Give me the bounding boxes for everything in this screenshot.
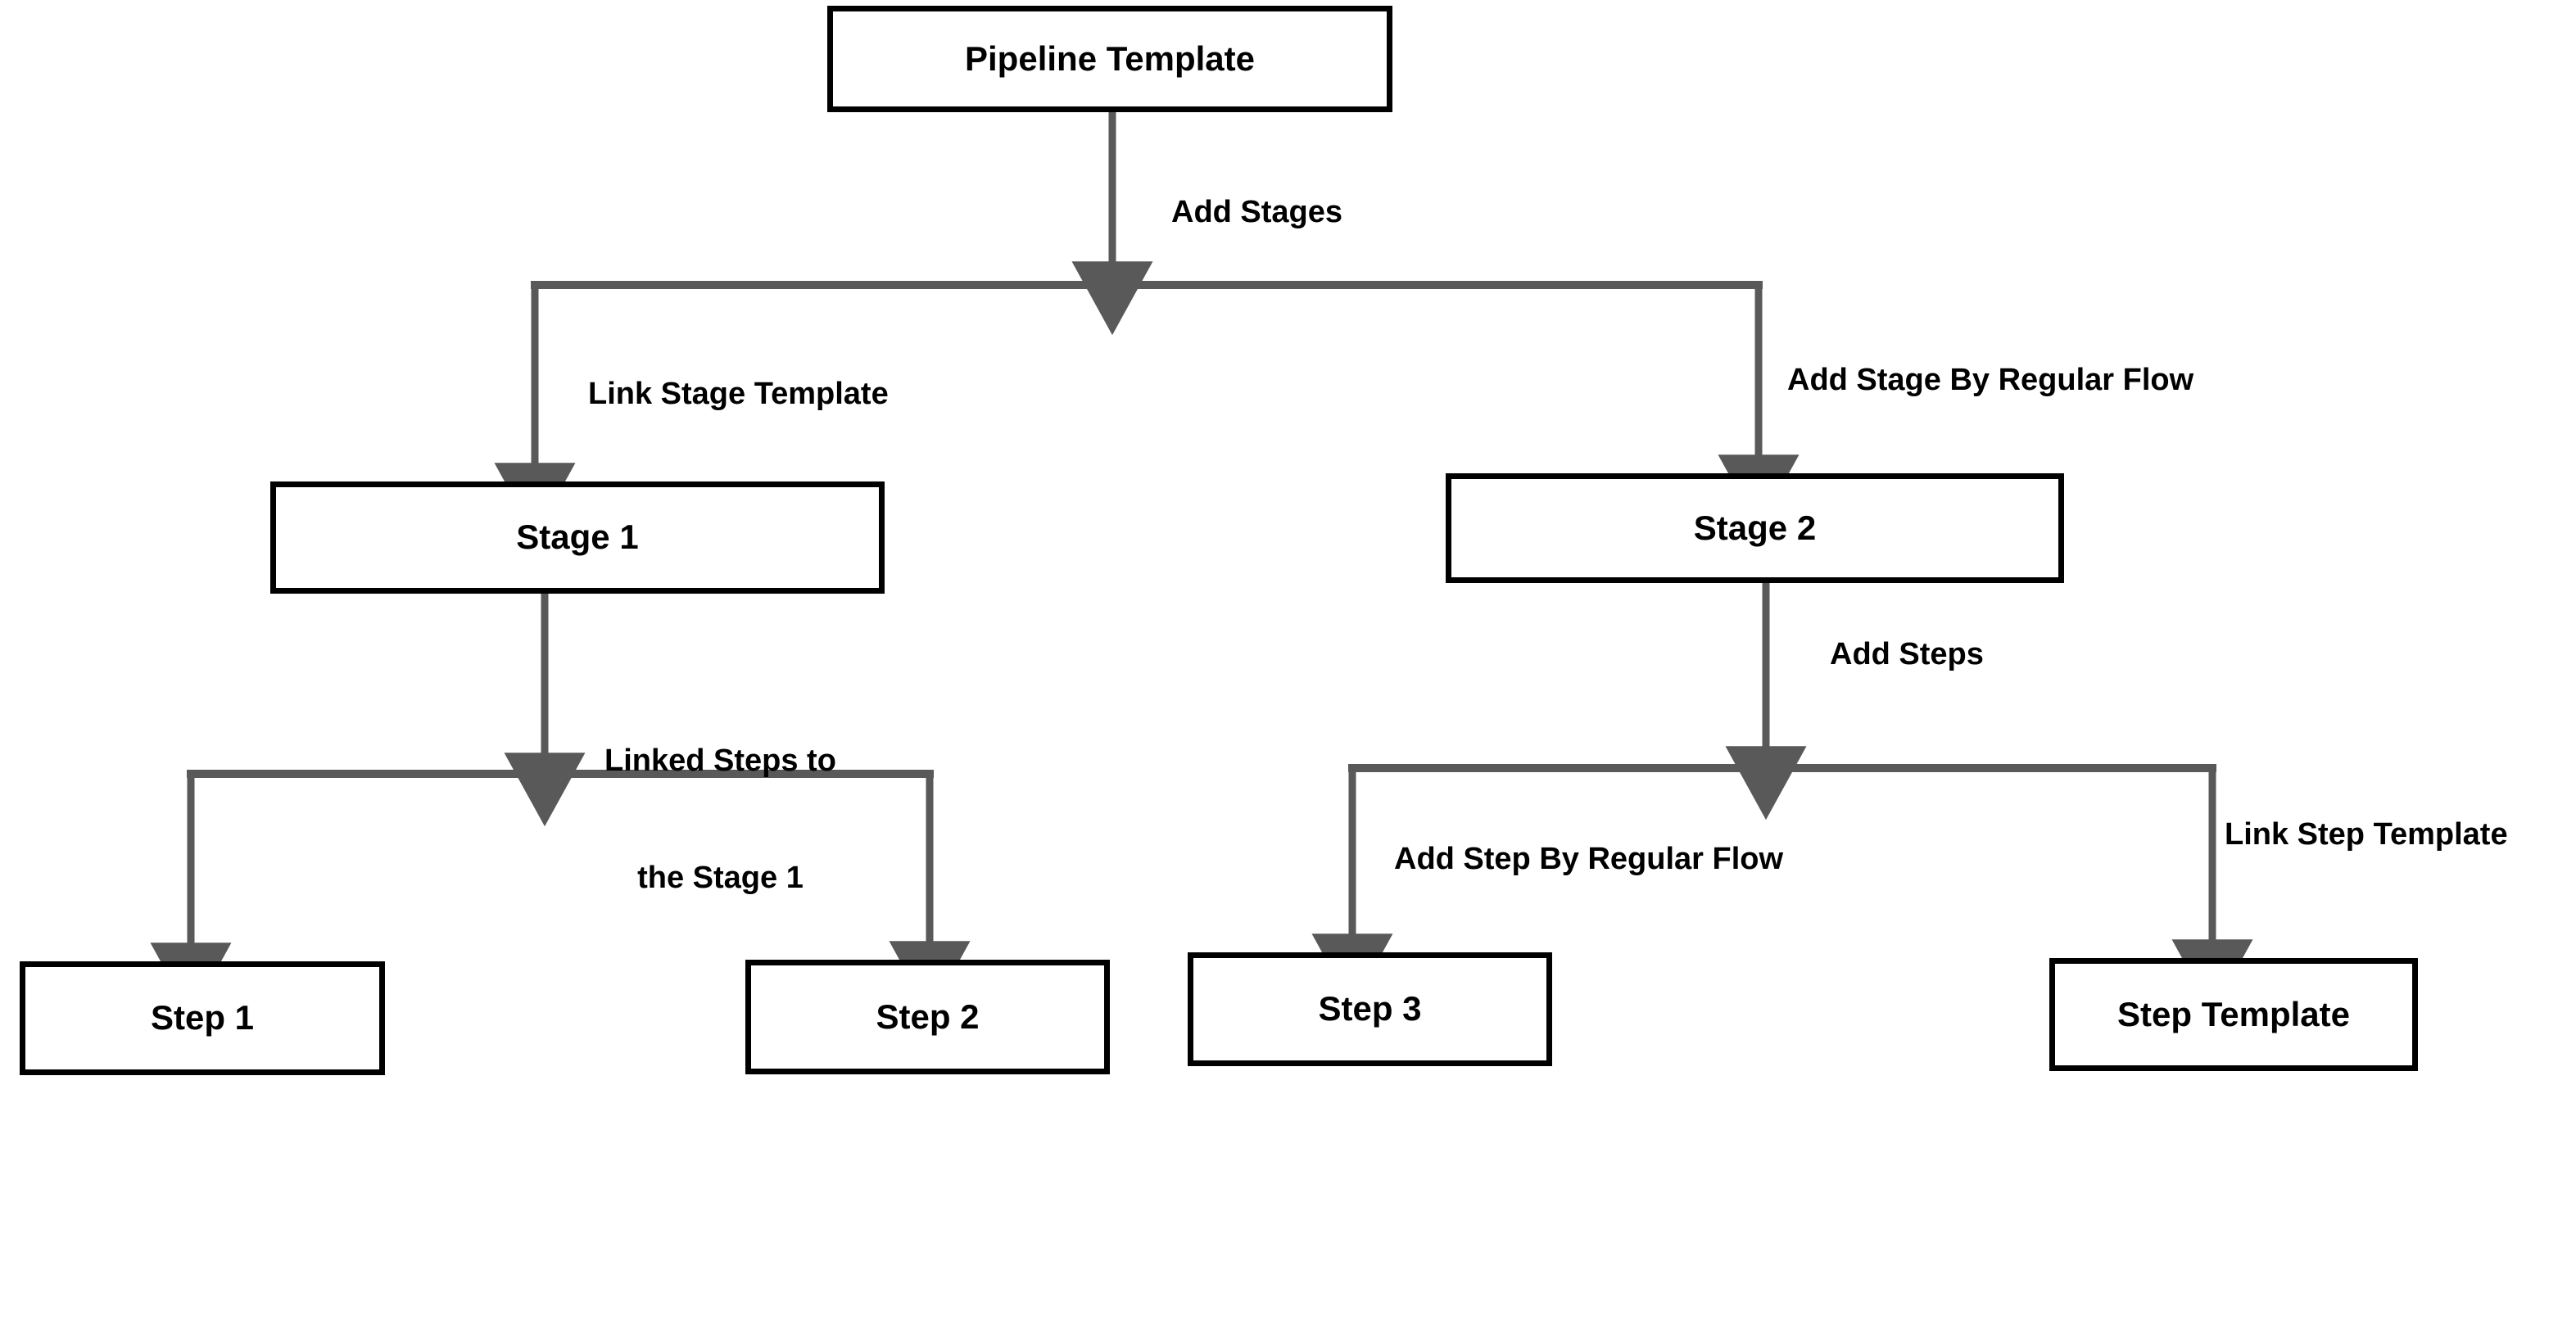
step-split-right-bar	[1311, 764, 2253, 1014]
node-step-3[interactable]: Step 3	[1188, 952, 1552, 1066]
edge-label-line-2: the Stage 1	[637, 861, 804, 896]
edge-label-link-step-template: Link Step Template	[2225, 817, 2508, 852]
edge-label-link-stage-template: Link Stage Template	[588, 377, 889, 411]
step-split-left-bar	[150, 770, 971, 1017]
node-label-step-3: Step 3	[1318, 989, 1422, 1028]
edge-label-add-steps: Add Steps	[1830, 637, 1984, 671]
edge-label-add-stages: Add Stages	[1171, 195, 1343, 229]
node-label-pipeline-template: Pipeline Template	[965, 38, 1255, 78]
node-step-1[interactable]: Step 1	[20, 961, 385, 1075]
edge-label-add-stage-by-regular-flow: Add Stage By Regular Flow	[1787, 363, 2194, 397]
node-label-step-template: Step Template	[2117, 994, 2350, 1033]
stage-split-bar	[494, 281, 1800, 537]
node-step-template[interactable]: Step Template	[2049, 958, 2418, 1071]
node-step-2[interactable]: Step 2	[745, 960, 1110, 1074]
node-stage-1[interactable]: Stage 1	[270, 481, 885, 594]
edge-label-line-1: Linked Steps to	[604, 743, 836, 778]
node-pipeline-template[interactable]: Pipeline Template	[827, 6, 1392, 112]
node-stage-2[interactable]: Stage 2	[1446, 473, 2064, 583]
edge-label-add-step-by-regular-flow: Add Step By Regular Flow	[1394, 842, 1784, 876]
edge-label-linked-steps-to-the-stage-1: Linked Steps to the Stage 1	[604, 663, 836, 977]
node-label-step-2: Step 2	[876, 997, 980, 1036]
node-label-step-1: Step 1	[150, 998, 255, 1037]
node-label-stage-1: Stage 1	[516, 518, 639, 557]
node-label-stage-2: Stage 2	[1693, 508, 1817, 547]
